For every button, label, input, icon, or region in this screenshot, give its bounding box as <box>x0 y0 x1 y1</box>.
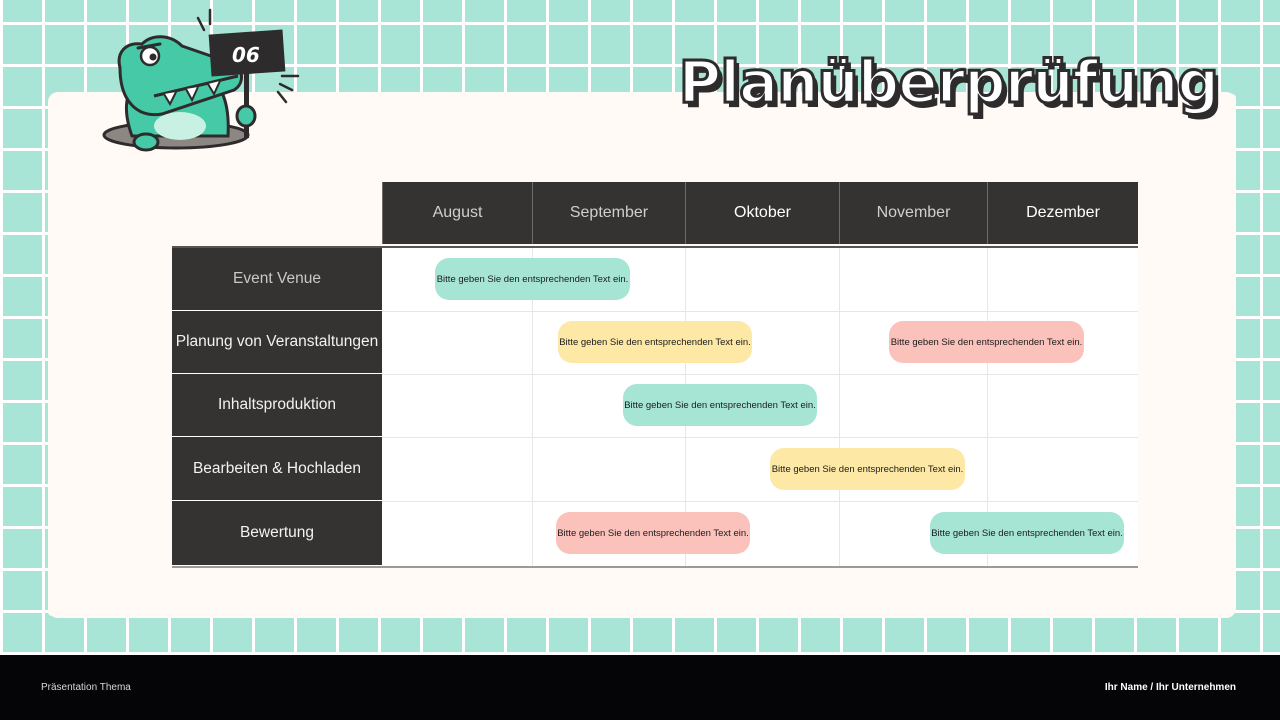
page-title: Planüberprüfung <box>677 47 1220 118</box>
crocodile-mascot-icon: 06 <box>102 8 300 152</box>
timeline-pill[interactable]: Bitte geben Sie den entsprechenden Text … <box>930 512 1124 554</box>
row-divider <box>382 437 1138 438</box>
row-label-inhaltsproduktion: Inhaltsproduktion <box>172 374 382 437</box>
row-label-bewertung: Bewertung <box>172 501 382 566</box>
row-label-event-venue: Event Venue <box>172 248 382 311</box>
row-divider <box>382 501 1138 502</box>
column-divider <box>532 248 533 566</box>
timeline-pill[interactable]: Bitte geben Sie den entsprechenden Text … <box>556 512 750 554</box>
row-divider <box>382 311 1138 312</box>
month-header-oktober: Oktober <box>685 182 839 244</box>
timeline-pill[interactable]: Bitte geben Sie den entsprechenden Text … <box>558 321 752 363</box>
month-header-november: November <box>839 182 987 244</box>
column-divider <box>839 248 840 566</box>
timeline-pill[interactable]: Bitte geben Sie den entsprechenden Text … <box>435 258 630 300</box>
column-divider <box>987 248 988 566</box>
row-divider <box>382 374 1138 375</box>
table-corner <box>172 182 382 246</box>
footer-presentation-topic: Präsentation Thema <box>41 682 131 693</box>
timeline-pill[interactable]: Bitte geben Sie den entsprechenden Text … <box>889 321 1084 363</box>
month-header-dezember: Dezember <box>987 182 1138 244</box>
footer-bar <box>0 655 1280 720</box>
row-label-bearbeiten: Bearbeiten & Hochladen <box>172 437 382 501</box>
schedule-table: August September Oktober November Dezemb… <box>172 182 1138 568</box>
timeline-pill[interactable]: Bitte geben Sie den entsprechenden Text … <box>770 448 965 490</box>
row-label-planung: Planung von Veranstaltungen <box>172 311 382 374</box>
month-header-september: September <box>532 182 685 244</box>
table-body: Event Venue Planung von Veranstaltungen … <box>172 246 1138 568</box>
month-header-august: August <box>382 182 532 244</box>
slide-number: 06 <box>232 43 260 67</box>
footer-author: Ihr Name / Ihr Unternehmen <box>1104 682 1236 693</box>
timeline-pill[interactable]: Bitte geben Sie den entsprechenden Text … <box>623 384 817 426</box>
